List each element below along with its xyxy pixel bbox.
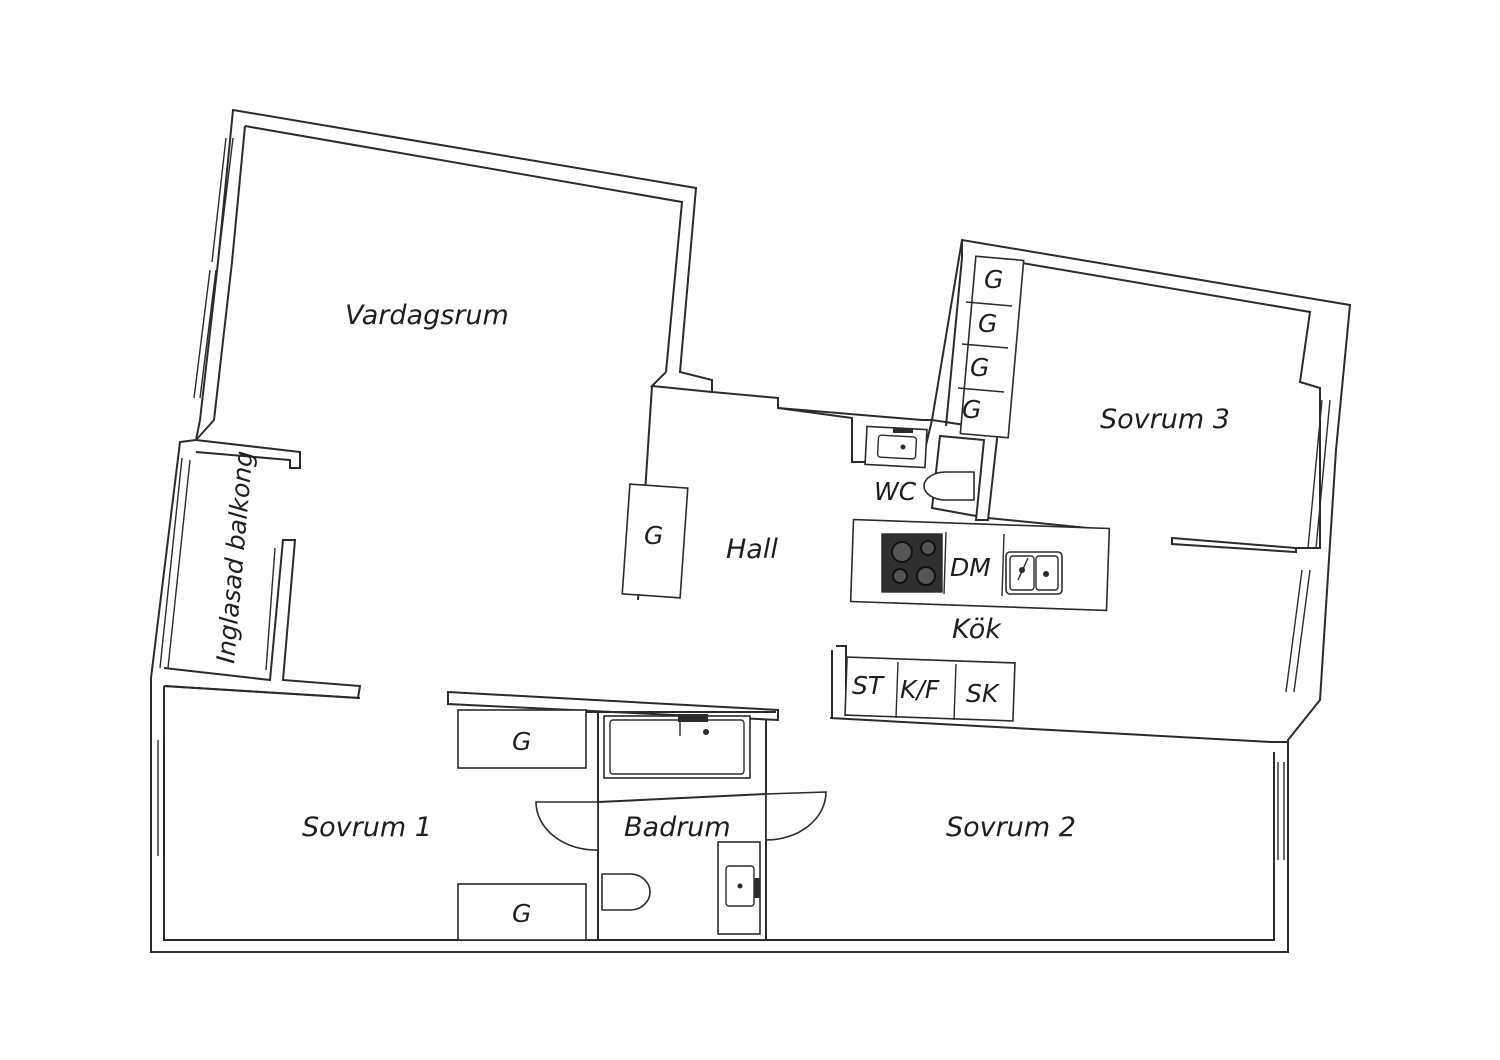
closet-label: G	[512, 899, 531, 928]
room-labels: Vardagsrum Inglasad balkong Hall WC Sovr…	[211, 300, 1230, 843]
door-swing-icon	[535, 791, 827, 851]
closet-label: G	[970, 353, 989, 382]
closet-label: G	[984, 265, 1003, 294]
closet-label: G	[644, 521, 663, 550]
bathtub-icon	[603, 714, 751, 779]
toilet-icon	[923, 471, 975, 501]
room-label-kok: Kök	[952, 614, 1002, 645]
oven-label: ST	[852, 671, 885, 700]
room-label-sovrum3: Sovrum 3	[1100, 404, 1230, 435]
stove-icon	[881, 533, 943, 593]
room-label-vardagsrum: Vardagsrum	[345, 300, 509, 331]
sink-icon	[1005, 551, 1063, 595]
closet-label: G	[512, 727, 531, 756]
toilet-icon	[601, 873, 651, 911]
cabinet-label: SK	[966, 679, 1001, 708]
room-label-sovrum1: Sovrum 1	[302, 812, 432, 843]
closet-label: G	[962, 395, 981, 424]
room-label-wc: WC	[874, 477, 917, 506]
basin-icon	[864, 425, 928, 469]
room-label-badrum: Badrum	[624, 812, 731, 843]
room-label-sovrum2: Sovrum 2	[946, 812, 1076, 843]
fridge-freezer-label: K/F	[900, 675, 940, 704]
basin-icon	[717, 841, 761, 935]
room-label-hall: Hall	[726, 534, 778, 565]
closet-label: G	[978, 309, 997, 338]
kitchen-counters	[844, 518, 1111, 722]
room-label-balkong: Inglasad balkong	[211, 450, 258, 665]
dishwasher-label: DM	[950, 553, 991, 582]
closets	[457, 255, 1025, 941]
fixture-labels: G G G G G G G DM ST K/F SK	[512, 265, 1003, 928]
